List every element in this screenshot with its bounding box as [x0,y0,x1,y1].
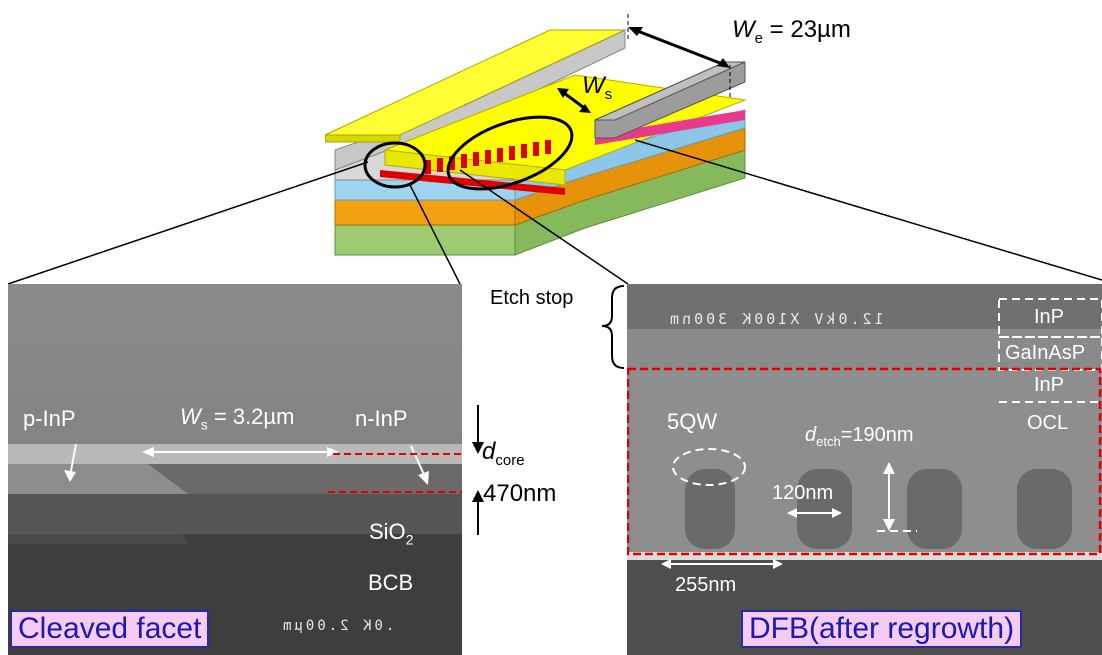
left-scale-text: .0K 2.00µm [280,617,394,634]
left-scale-text-value: .0K 2.00µm [280,618,395,634]
we-label: We = 23µm [732,16,851,47]
sio2-main: SiO [369,519,406,544]
caption-cleaved-facet: Cleaved facet [10,610,210,648]
ws-label-top: Ws [582,72,612,103]
detch-sub: etch [816,434,841,449]
thickness-label: 470nm [483,480,557,507]
inp-mid-label: InP [1034,374,1065,396]
n-inp-label: n-InP [355,406,408,431]
we-sub: e [754,29,763,47]
caption-dfb-after-regrowth: DFB(after regrowth) [741,610,1023,648]
device-schematic: We = 23µm Ws [324,10,851,272]
ws-symbol-top: W [582,72,605,99]
pitch-label: 120nm [772,482,834,504]
gainasp-label: GaInAsP [1005,342,1086,364]
left-sem-image [8,284,462,655]
p-inp-label: p-InP [23,406,76,431]
detch-symbol: d [805,424,817,446]
dcore-arrows [472,405,484,535]
detch-label: detch=190nm [805,424,914,449]
dcore-symbol: d [482,438,496,465]
qw-label: 5QW [667,409,718,434]
right-sem-panel: 12.0kV X100K 300nm InP GaInAsP InP OCL 5… [627,284,1102,655]
sio2-label: SiO2 [369,519,413,547]
etch-stop-brace [601,285,625,369]
etch-stop-label: Etch stop [490,287,574,309]
period-label: 255nm [675,574,737,596]
device-schematic-drawing [324,14,747,256]
ocl-label: OCL [1027,412,1069,434]
dcore-sub: core [495,451,525,469]
dcore-label: dcore [482,438,525,469]
ws-symbol-sem: W [180,404,201,429]
bcb-label: BCB [368,570,414,595]
right-sem-image [627,284,1102,655]
ws-label-sem: Ws = 3.2µm [180,404,294,432]
right-scale-text: 12.0kV X100K 300nm [667,310,884,328]
we-symbol: W [732,16,755,43]
detch-value: =190nm [840,424,914,446]
ws-value-sem: = 3.2µm [207,404,295,429]
ws-sub-sem: s [200,416,208,433]
ws-sub-top: s [604,85,613,103]
right-scale-text-value: 12.0kV X100K 300nm [667,310,884,328]
left-sem-panel: p-InP n-InP Ws = 3.2µm SiO2 BCB .0K 2.00… [8,284,462,655]
sio2-sub: 2 [405,531,414,548]
we-value: = 23µm [763,16,851,43]
inp-top-label: InP [1034,306,1065,328]
